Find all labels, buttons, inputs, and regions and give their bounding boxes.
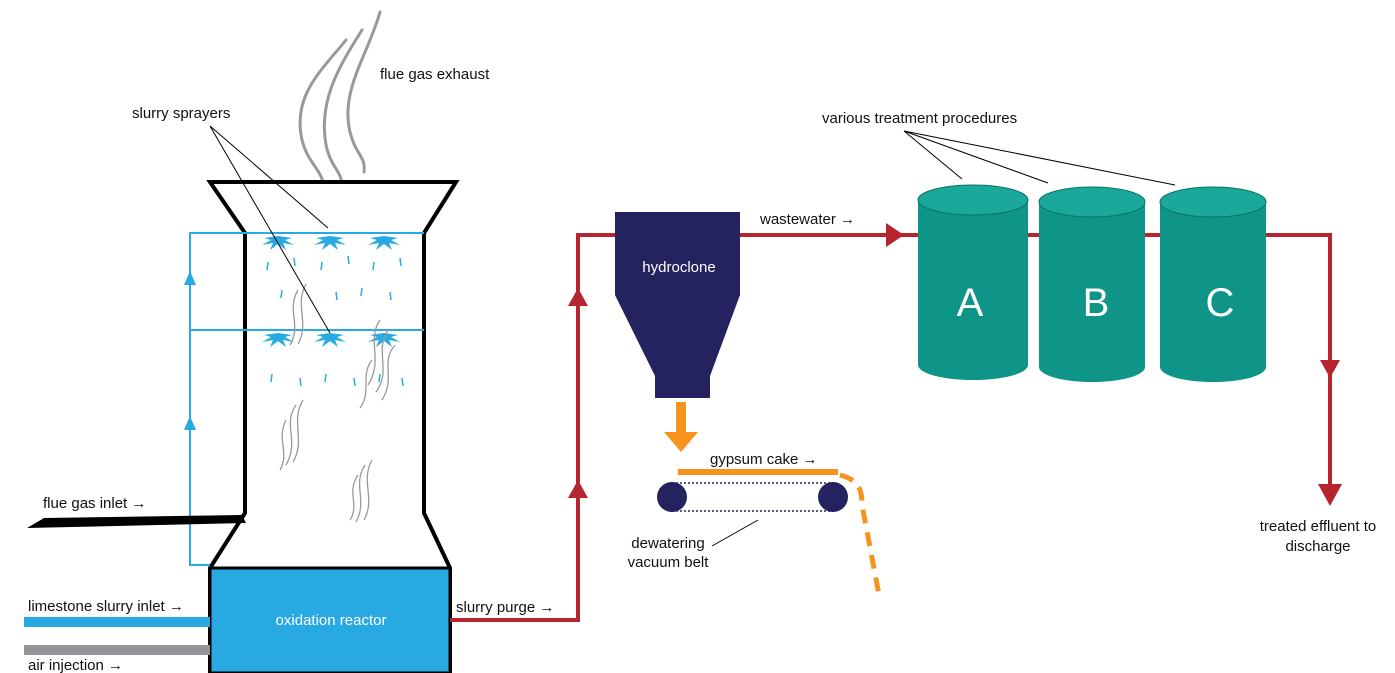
gypsum-discharge-path (839, 472, 883, 601)
treatment-procedures-label: various treatment procedures (822, 110, 1017, 127)
spray-droplets (266, 255, 404, 387)
spray-nozzle-icon (368, 236, 400, 250)
flue-gas-inlet-label: flue gas inlet → (43, 495, 146, 512)
hydroclone-label: hydroclone (642, 259, 715, 276)
slurry-purge-label: slurry purge → (456, 599, 554, 616)
tower-gas-wisps (279, 283, 396, 523)
exhaust-wisp-3 (346, 10, 382, 174)
recirculation-pipe-upper (189, 232, 424, 566)
flue-gas-inlet-duct (27, 515, 246, 528)
tank-c-label: C (1206, 281, 1235, 325)
slurry-sprayers-label: slurry sprayers (132, 105, 230, 122)
treatment-leaders (903, 130, 1176, 186)
flow-arrow-right-icon (886, 223, 904, 247)
oxidation-reactor-label: oxidation reactor (276, 612, 387, 629)
vacuum-belt (657, 482, 848, 512)
flow-arrow-down-icon (1320, 360, 1340, 378)
flow-arrow-down-icon (664, 432, 698, 452)
tank-a-label: A (957, 281, 984, 325)
dewatering-label-line2: vacuum belt (628, 554, 710, 571)
gypsum-flow-stem (676, 402, 686, 432)
belt-roller-icon (818, 482, 848, 512)
spray-nozzle-icon (314, 236, 346, 250)
oxidation-reactor (208, 566, 452, 673)
flow-arrow-up-icon (184, 416, 196, 430)
exhaust-wisps (298, 10, 382, 200)
flow-arrow-up-icon (184, 271, 196, 285)
flow-arrow-down-icon (1318, 484, 1342, 506)
spray-nozzle-icon (314, 333, 346, 347)
flow-arrow-up-icon (568, 480, 588, 498)
tank-b-label: B (1083, 281, 1110, 325)
belt-roller-icon (657, 482, 687, 512)
slurry-sprayers-leaders (209, 125, 331, 334)
spray-nozzle-icon (262, 333, 294, 347)
air-injection-pipe (24, 645, 210, 655)
tank-b: B (1038, 186, 1146, 382)
gypsum-cake-label: gypsum cake → (710, 451, 818, 468)
vacuum-belt-leader (711, 519, 759, 547)
dewatering-label-line1: dewatering (631, 535, 704, 552)
exhaust-wisp-2 (322, 28, 364, 194)
flow-arrow-up-icon (568, 288, 588, 306)
wastewater-label: wastewater → (759, 211, 855, 228)
air-injection-label: air injection → (28, 657, 123, 673)
limestone-slurry-inlet-label: limestone slurry inlet → (28, 598, 184, 615)
tank-c: C (1159, 186, 1267, 382)
hydroclone (615, 212, 740, 398)
recirculation-lines (189, 232, 424, 566)
gypsum-cake-layer (678, 469, 838, 475)
limestone-slurry-inlet-pipe (24, 617, 210, 627)
flue-gas-exhaust-label: flue gas exhaust (380, 66, 490, 83)
treated-effluent-label-line1: treated effluent to (1260, 518, 1376, 535)
treated-effluent-label-line2: discharge (1285, 538, 1350, 555)
tank-a: A (917, 184, 1029, 380)
exhaust-wisp-1 (298, 38, 348, 200)
